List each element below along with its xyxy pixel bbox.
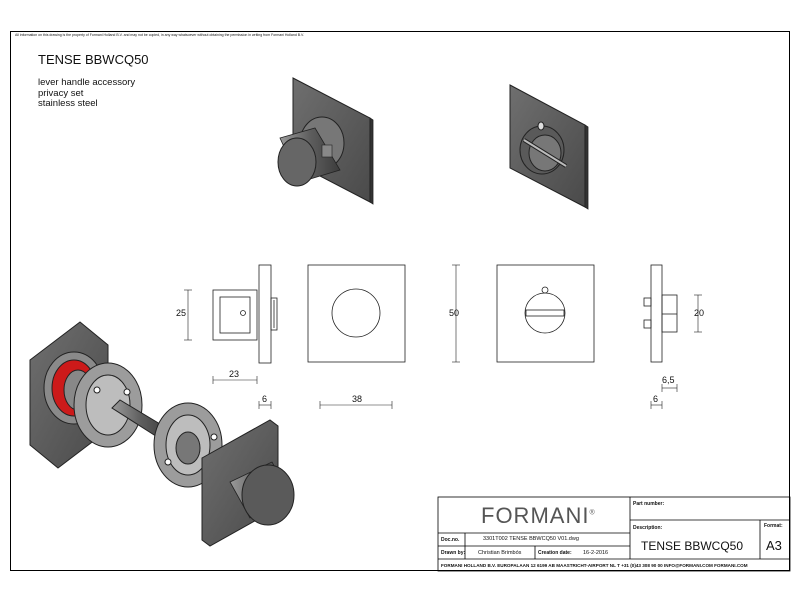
iso-view-indicator (509, 84, 589, 210)
product-description: lever handle accessory privacy set stain… (38, 77, 136, 110)
dim-50: 50 (449, 308, 460, 318)
dimension-lines (184, 264, 702, 409)
front-view-indicator (496, 264, 595, 363)
description-line-2: privacy set (38, 87, 84, 99)
description-line-3: stainless steel (38, 98, 98, 109)
dim-6-left: 6 (262, 394, 268, 404)
dim-23: 23 (229, 369, 240, 379)
drawn-by-label: Drawn by: (441, 550, 466, 556)
company-footer: FORMANI HOLLAND B.V. EUROPALAAN 12 6199 … (441, 563, 748, 568)
iso-view-knob (277, 77, 374, 205)
description-label: Description: (633, 525, 663, 531)
dim-25: 25 (176, 308, 187, 318)
brand-logo: FORMANI® (481, 503, 596, 529)
disclaimer-text: All information on this drawing is the p… (15, 33, 305, 37)
description-line-1: lever handle accessory (38, 77, 136, 88)
description-value: TENSE BBWCQ50 (641, 539, 744, 553)
part-number-label: Part number: (633, 501, 665, 507)
side-view-right (643, 264, 678, 363)
dim-38: 38 (352, 394, 363, 404)
dim-6-right: 6 (653, 394, 659, 404)
format-value: A3 (766, 538, 782, 553)
dim-6-5: 6,5 (662, 375, 675, 385)
product-title: TENSE BBWCQ50 (38, 52, 149, 67)
front-view-knob (307, 264, 406, 363)
brand-mark: ® (589, 509, 596, 517)
doc-no-value: 3301T002 TENSE BBWCQ50 V01.dwg (483, 536, 579, 542)
drawn-by-value: Christian Brimbós (478, 550, 522, 556)
brand-name: FORMANI (481, 503, 590, 528)
doc-no-label: Doc.no. (441, 537, 460, 543)
side-view-left (212, 264, 278, 364)
exploded-assembly-view (29, 321, 295, 547)
format-label: Format: (764, 523, 783, 529)
creation-date-label: Creation date: (538, 550, 572, 556)
creation-date-value: 16-2-2016 (583, 550, 609, 556)
title-block-grid (437, 496, 791, 572)
drawing-frame (10, 31, 790, 571)
dim-20: 20 (694, 308, 705, 318)
